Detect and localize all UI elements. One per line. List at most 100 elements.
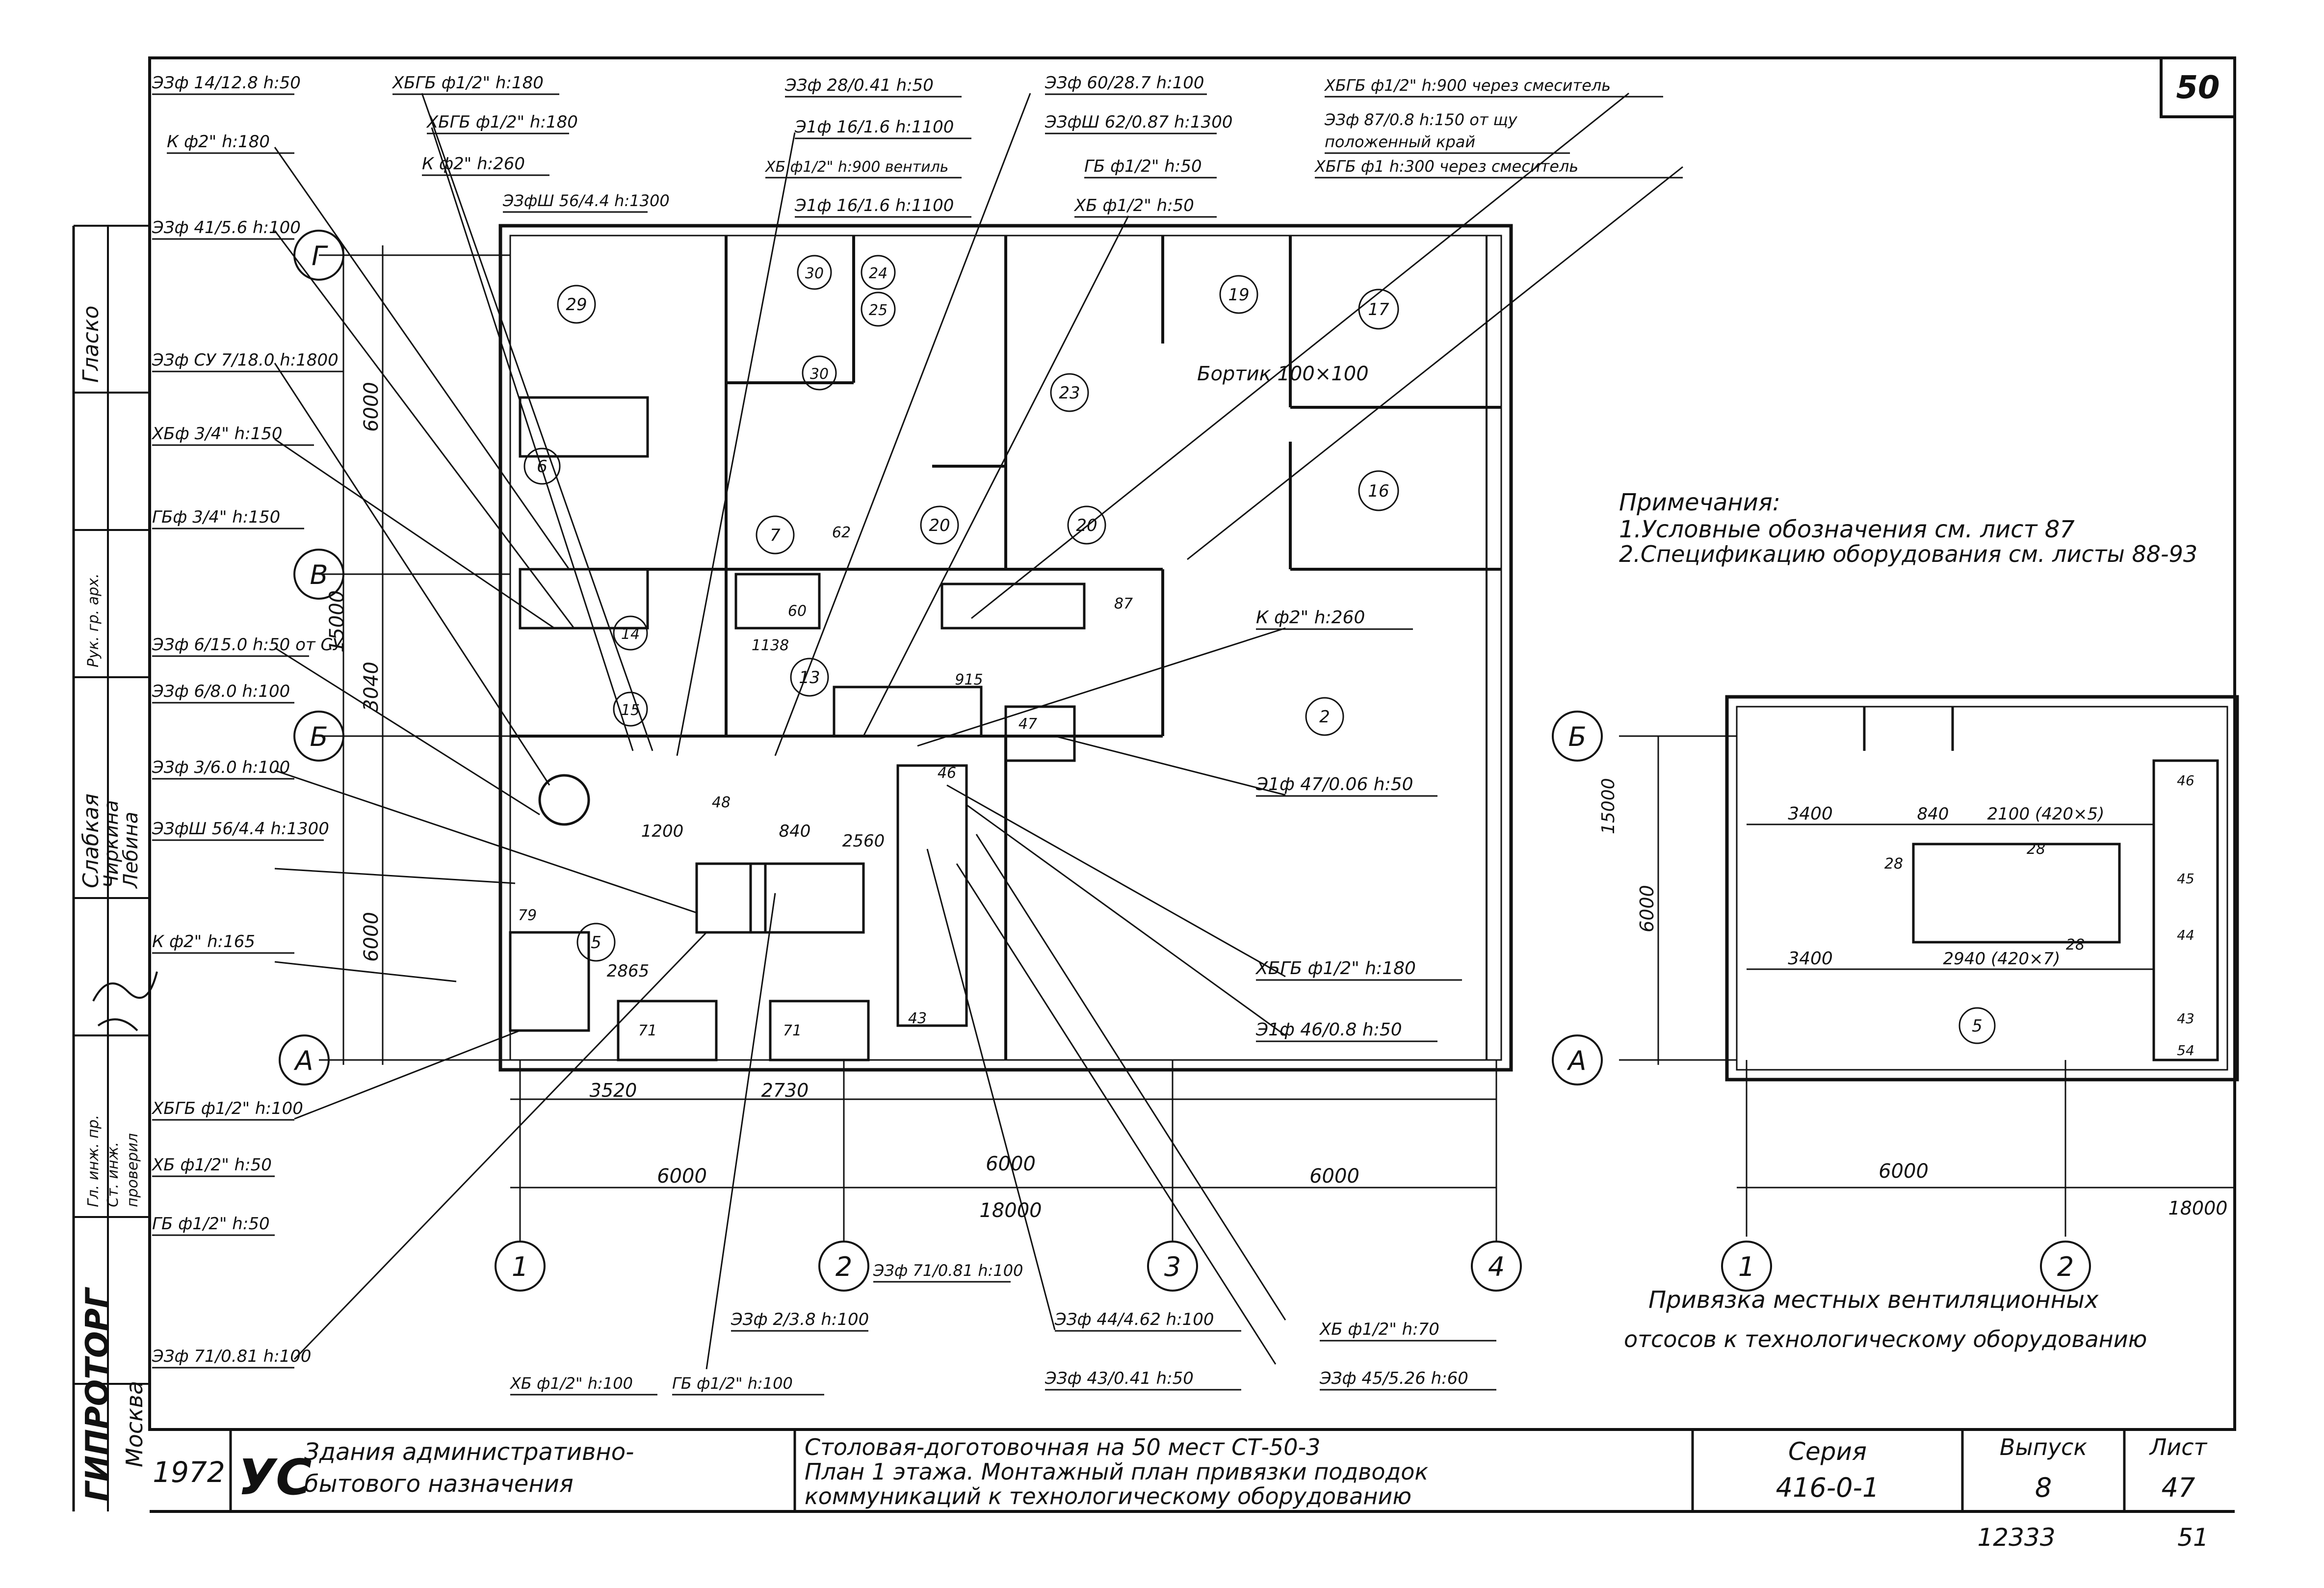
stamp-role-2: Ст. инж. [104,1142,122,1207]
title-drawing-2: План 1 этажа. Монтажный план привязки по… [805,1458,1428,1485]
axis-label-2: 2 [836,1251,852,1282]
room-number: 6 [537,457,548,476]
sheet-frame [148,56,2236,1431]
room-number: 25 [869,302,888,319]
inset-equipment: 43 [2177,1010,2194,1027]
axis-bubble-2 [818,1241,869,1292]
axis-bubble-b [293,711,344,762]
room-number: 23 [1059,383,1080,403]
axis-label-g: Г [312,240,328,271]
issue-value: 8 [2035,1472,2052,1503]
dim-bottom-4: 6000 [986,1153,1036,1175]
dim-inner-4: 2560 [842,831,885,851]
callout-top: Э1ф 16/1.6 h:1100 [794,117,954,137]
stamp-role-3: проверил [124,1133,141,1207]
room-number: 19 [1228,285,1249,305]
corner-number-box [2160,56,2236,118]
room-number: 5 [591,933,601,953]
room-number: 2 [1319,707,1330,727]
dim-left-1: 6000 [360,382,383,432]
left-callouts: ЭЗф 14/12.8 h:50 К ф2" h:180 ЭЗф 41/5.6 … [151,73,343,1369]
dim-bottom-3: 6000 [657,1165,707,1188]
note-item-2: 2.Спецификацию оборудования см. листы 88… [1619,541,2197,567]
dim-inner-5: 1138 [752,637,789,654]
inset-dim: 6000 [1879,1160,1929,1183]
note-item-1: 1.Условные обозначения см. лист 87 [1619,516,2075,543]
inset-axis-bubble-b [1552,711,1603,762]
inset-equipment: 28 [2066,936,2085,953]
room-number: 13 [799,668,820,688]
axis-label-a: А [294,1045,313,1076]
callout-left: ХБ ф1/2" h:50 [151,1155,272,1175]
corner-number: 50 [2176,70,2220,106]
bottom-page: 51 [2177,1523,2209,1552]
inset-equipment: 28 [1884,855,1903,873]
axis-label-3: 3 [1164,1251,1181,1282]
inset-equipment: 28 [2027,841,2045,858]
callout-top: ЭЗфШ 62/0.87 h:1300 [1044,112,1233,132]
dim-left-2: 3040 [360,662,383,712]
axis-bubble-v [293,549,344,600]
stamp-name-4: Лебина [120,812,142,889]
callout-top: ХБГБ ф1/2" h:180 [426,112,578,132]
dim-bottom-total: 18000 [979,1199,1042,1222]
room-number: 20 [929,516,950,535]
inset-dim: 3400 [1788,804,1833,824]
axis-label-1: 1 [512,1251,528,1282]
stamp-name-1: Гласко [78,306,104,383]
callout-top: ЭЗф 28/0.41 h:50 [784,76,934,95]
callout-top: ЭЗфШ 56/4.4 h:1300 [502,191,670,210]
callout-top: ХБГБ ф1 h:300 через смеситель [1314,157,1578,176]
callout-left: ГБф 3/4" h:150 [152,507,280,527]
callout-left: ЭЗф 71/0.81 h:100 [152,1347,312,1366]
room-number: 17 [1368,300,1389,319]
stamp-name-2: Слабкая [78,794,104,888]
dim-inner-2: 1200 [641,821,684,841]
inset-caption-2: отсосов к технологическому оборудованию [1624,1326,2147,1352]
bottom-callouts: ЭЗф 71/0.81 h:100 ЭЗф 2/3.8 h:100 ЭЗф 44… [509,1261,1496,1396]
equip-number: 87 [1114,595,1133,612]
inset-axis-bubble-1 [1721,1241,1772,1292]
signature-mark [92,971,158,1032]
title-drawing-3: коммуникаций к технологическому оборудов… [805,1483,1411,1509]
callout-right: К ф2" h:260 [1256,608,1365,628]
inset-dim: 15000 [1598,778,1619,834]
callout-left: ЭЗф 3/6.0 h:100 [152,758,290,777]
inset-equipment: 44 [2177,927,2194,943]
inset-dim: 6000 [1636,885,1658,932]
inset-caption-1: Привязка местных вентиляционных [1648,1286,2099,1314]
room-number: 24 [869,265,888,282]
callout-left: К ф2" h:165 [152,932,255,952]
stamp-org: ГИПРОТОРГ [79,1287,116,1502]
dim-inner-6: 915 [955,671,983,688]
dim-inner-1: 2865 [607,961,650,981]
callout-left: ЭЗфШ 56/4.4 h:1300 [152,819,329,839]
inset-axis-label-b: Б [1568,721,1586,752]
callout-bottom: ЭЗф 44/4.62 h:100 [1054,1310,1214,1329]
inset-dim: 2100 (420×5) [1987,804,2105,824]
axis-label-4: 4 [1488,1251,1505,1282]
title-logo: УС [238,1449,312,1506]
bortik-label: Бортик 100×100 [1197,363,1369,385]
callout-right: ХБГБ ф1/2" h:180 [1255,958,1416,979]
inset-dim: 18000 [2168,1197,2228,1219]
axis-label-b: Б [310,721,328,752]
axis-label-v: В [310,559,328,590]
top-callouts: ХБГБ ф1/2" h:180 ХБГБ ф1/2" h:180 К ф2" … [392,73,1683,218]
callout-left: К ф2" h:180 [167,132,270,152]
equip-number: 71 [783,1022,802,1039]
callout-right: Э1ф 47/0.06 h:50 [1255,774,1413,794]
equip-number: 48 [712,794,731,811]
equip-number: 71 [638,1022,657,1039]
dim-inner-3: 840 [779,821,811,841]
axis-bubble-g [293,230,344,281]
equip-number: 79 [518,907,537,924]
stamp-city: Москва [121,1381,148,1467]
callout-bottom: ЭЗф 2/3.8 h:100 [731,1310,869,1329]
callout-top: ЭЗф 60/28.7 h:100 [1044,73,1204,93]
series-label: Серия [1788,1437,1867,1466]
title-category-2: бытового назначения [304,1470,574,1498]
callout-top: ХБ ф1/2" h:900 вентиль [764,159,948,176]
stamp-role-1: Гл. инж. пр. [85,1115,102,1207]
equip-number: 46 [938,765,956,782]
